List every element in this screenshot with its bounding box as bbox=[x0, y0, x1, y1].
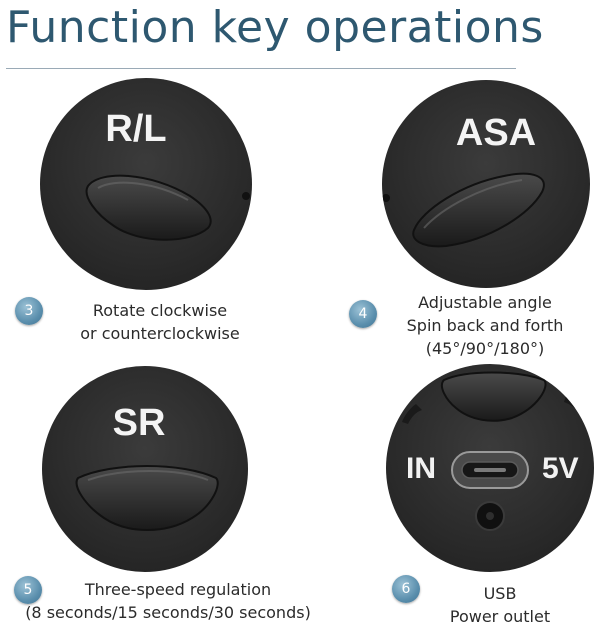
rl-description-line-2: or counterclockwise bbox=[80, 324, 240, 343]
oval-button-icon bbox=[75, 465, 219, 531]
oval-button-icon bbox=[85, 174, 250, 241]
usb-panel-graphics bbox=[402, 371, 586, 531]
rl-description-line-1: Rotate clockwise bbox=[92, 301, 228, 320]
asa-description-line-2: Spin back and forth bbox=[406, 316, 564, 335]
page-title: Function key operations bbox=[6, 2, 544, 53]
power-socket-icon bbox=[475, 501, 505, 531]
usb-5v-label: 5V bbox=[542, 452, 579, 485]
usb-description-line-1: USB bbox=[483, 584, 517, 603]
asa-key-label: ASA bbox=[455, 112, 537, 154]
step-badge-6: 6 bbox=[392, 575, 420, 603]
step-badge-5: 5 bbox=[14, 576, 42, 604]
usb-description-line-2: Power outlet bbox=[449, 607, 551, 626]
title-divider bbox=[6, 68, 516, 69]
usb-port-photo: IN 5V bbox=[386, 364, 594, 572]
rl-description: Rotate clockwise or counterclockwise bbox=[50, 299, 270, 345]
asa-description: Adjustable angle Spin back and forth (45… bbox=[380, 291, 590, 360]
sr-description: Three-speed regulation (8 seconds/15 sec… bbox=[0, 578, 336, 624]
step-badge-3: 3 bbox=[15, 297, 43, 325]
usb-in-label: IN bbox=[406, 452, 436, 485]
sr-key-label: SR bbox=[112, 402, 166, 444]
step-badge-4: 4 bbox=[349, 300, 377, 328]
sr-key-photo: SR bbox=[42, 366, 248, 572]
asa-key-photo: ASA bbox=[382, 80, 590, 288]
sr-description-line-2: (8 seconds/15 seconds/30 seconds) bbox=[25, 603, 311, 622]
rl-key-photo: R/L bbox=[40, 78, 252, 290]
rl-key-label: R/L bbox=[105, 108, 167, 150]
sr-description-line-1: Three-speed regulation bbox=[84, 580, 272, 599]
asa-description-line-3: (45°/90°/180°) bbox=[425, 339, 545, 358]
asa-description-line-1: Adjustable angle bbox=[418, 293, 552, 312]
oval-button-icon bbox=[382, 172, 545, 248]
oval-button-icon bbox=[440, 371, 547, 422]
usb-description: USB Power outlet bbox=[420, 582, 580, 628]
usb-c-port-icon bbox=[451, 451, 529, 489]
